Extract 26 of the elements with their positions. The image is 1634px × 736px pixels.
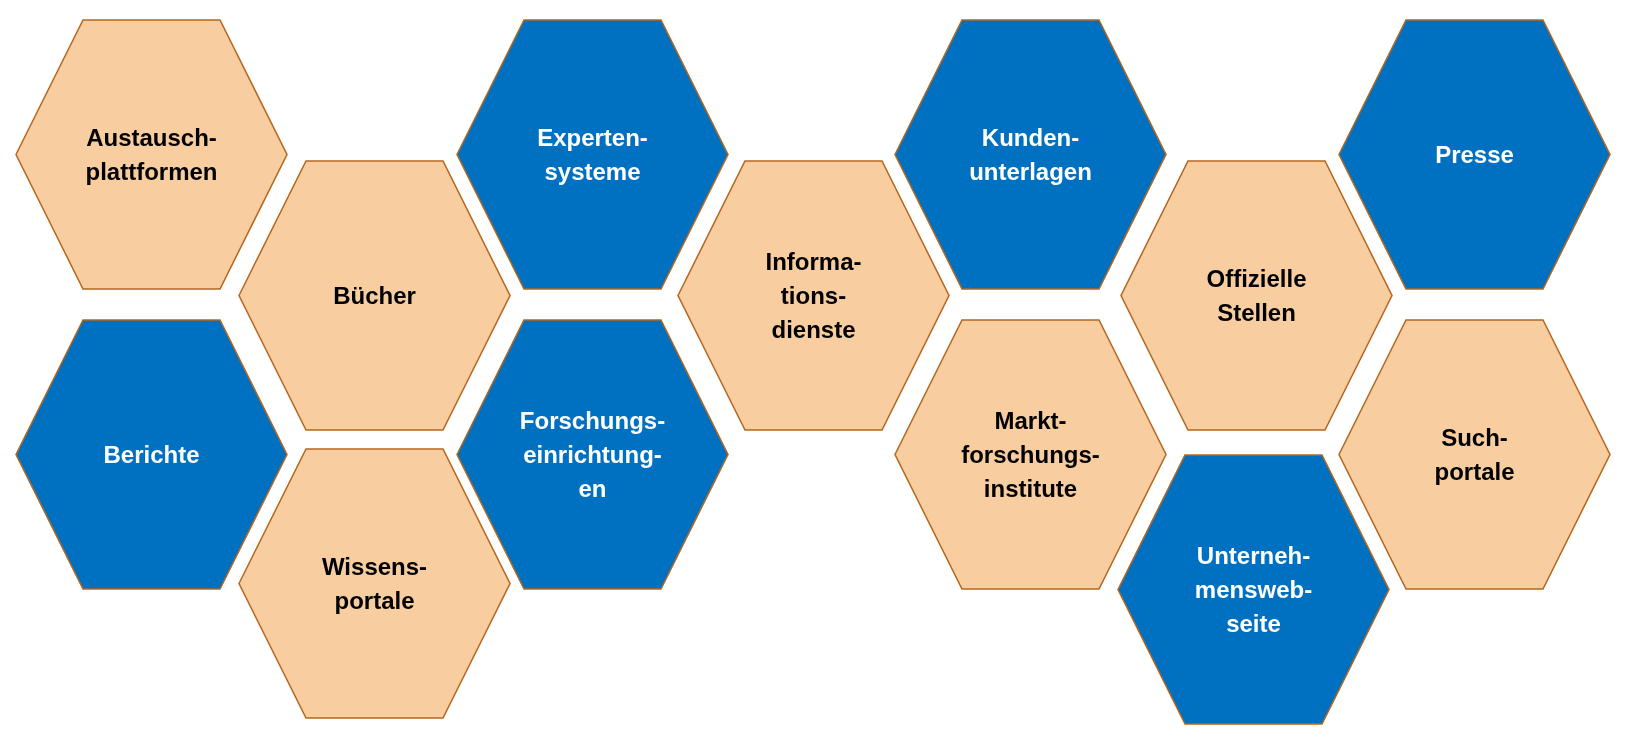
hexagon-shape bbox=[1338, 319, 1611, 590]
hexagon-shape bbox=[238, 160, 511, 431]
hexagon-shape bbox=[1117, 454, 1390, 725]
hexagon-shape bbox=[456, 319, 729, 590]
hexagon-shape bbox=[456, 19, 729, 290]
hexagon-shape bbox=[894, 319, 1167, 590]
hexagon-label: Experten- systeme bbox=[537, 122, 648, 187]
hexagon-shape bbox=[677, 160, 950, 431]
hexagon-label: Presse bbox=[1435, 139, 1514, 170]
hexagon-label: Wissens- portale bbox=[321, 551, 428, 616]
hexagon-shape bbox=[1120, 160, 1393, 431]
hexagon-label: Unterneh- mensweb- seite bbox=[1194, 540, 1313, 639]
hexagon-label: Offizielle Stellen bbox=[1206, 263, 1307, 328]
hexagon-label: Such- portale bbox=[1434, 422, 1515, 487]
hexagon-label: Berichte bbox=[103, 439, 200, 470]
hexagon-shape bbox=[15, 19, 288, 290]
hexagon-label: Forschungs- einrichtung- en bbox=[519, 405, 666, 504]
hexagon-shape bbox=[1338, 19, 1611, 290]
hexagon-shape bbox=[894, 19, 1167, 290]
hexagon-label: Austausch- plattformen bbox=[85, 122, 218, 187]
hexagon-shape bbox=[15, 319, 288, 590]
hexagon-label: Bücher bbox=[333, 280, 416, 311]
hexagon-label: Informa- tions- dienste bbox=[765, 246, 862, 345]
hexagon-label: Kunden- unterlagen bbox=[969, 122, 1092, 187]
hexagon-shape bbox=[238, 448, 511, 719]
hexagon-label: Markt- forschungs- institute bbox=[961, 405, 1100, 504]
